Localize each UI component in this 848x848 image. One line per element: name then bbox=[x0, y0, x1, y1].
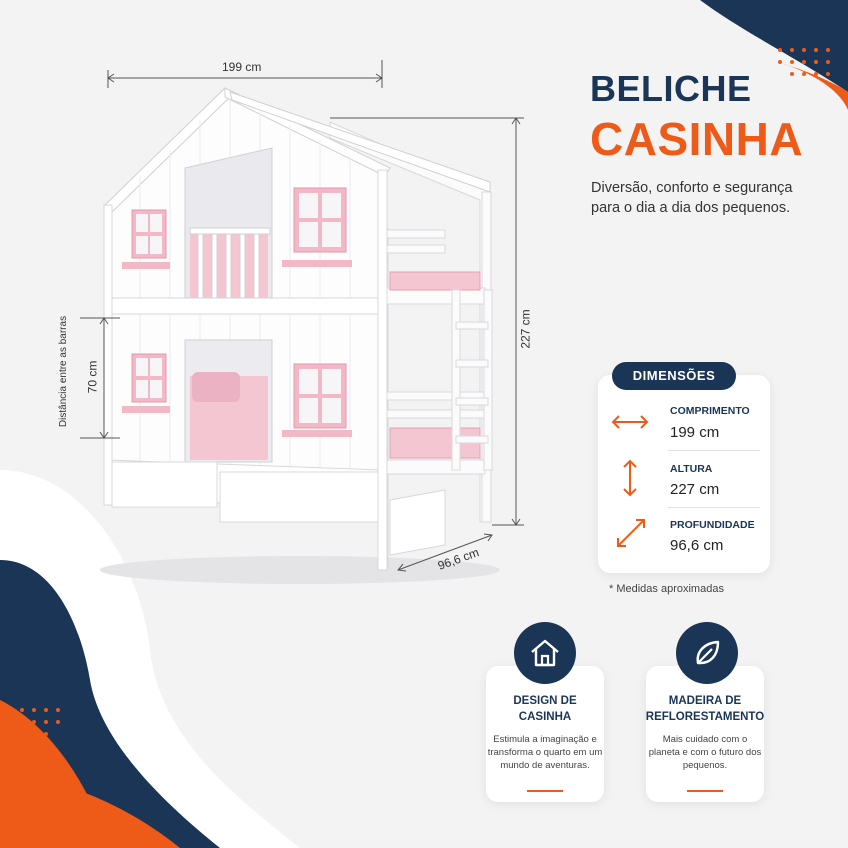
feature-title-wood-1: MADEIRA DE bbox=[668, 695, 742, 707]
feature-desc-design: Estimula a imaginação e transforma o qua… bbox=[487, 734, 603, 771]
horizontal-arrows-icon bbox=[611, 415, 649, 429]
ladder bbox=[451, 289, 493, 471]
dim-length-value: 199 cm bbox=[670, 424, 720, 441]
feature-card-design bbox=[486, 666, 604, 802]
dim-length-label: COMPRIMENTO bbox=[670, 405, 750, 417]
dimensions-card bbox=[598, 375, 770, 573]
feature-title-wood-2: REFLORESTAMENTO bbox=[645, 711, 765, 723]
window-bottom-left bbox=[122, 353, 170, 413]
dimensions-header: DIMENSÕES bbox=[612, 362, 736, 390]
leaf-icon bbox=[696, 640, 720, 665]
footnote: * Medidas aproximadas bbox=[609, 583, 724, 595]
top-right-navy-shape bbox=[700, 0, 848, 92]
height-measure: 227 cm bbox=[518, 309, 533, 349]
dimension-lines bbox=[80, 60, 524, 572]
feature-icon-circle bbox=[514, 622, 576, 684]
bar-gap-label: Distância entre as barras bbox=[58, 315, 70, 428]
bed-front-house bbox=[103, 87, 491, 571]
top-right-orange-stripe bbox=[770, 60, 848, 110]
window-bottom-right bbox=[282, 363, 352, 437]
drawers bbox=[107, 459, 446, 556]
feature-title-design-2: CASINHA bbox=[518, 711, 572, 723]
title-line-2: CASINHA bbox=[590, 113, 804, 165]
top-right-dots bbox=[778, 48, 830, 76]
dim-height-label: ALTURA bbox=[670, 463, 713, 475]
dim-depth-label: PROFUNDIDADE bbox=[670, 519, 755, 531]
feature-icon-circle bbox=[676, 622, 738, 684]
tagline: Diversão, conforto e segurança para o di… bbox=[591, 180, 793, 216]
dim-depth-value: 96,6 cm bbox=[670, 537, 724, 554]
feature-title-design-1: DESIGN DE bbox=[513, 695, 577, 707]
width-measure: 199 cm bbox=[222, 60, 262, 74]
bottom-left-orange-shape-2 bbox=[0, 770, 180, 848]
house-icon bbox=[531, 639, 559, 667]
feature-desc-wood: Mais cuidado com o planeta e com o futur… bbox=[648, 734, 762, 771]
dim-separator bbox=[668, 507, 760, 508]
window-top-right bbox=[282, 187, 352, 267]
title-line-1: BELICHE bbox=[590, 68, 752, 109]
vertical-arrows-icon bbox=[623, 459, 637, 497]
window-top-left bbox=[122, 209, 170, 269]
top-mattress bbox=[389, 271, 481, 291]
bar-gap-measure: 70 cm bbox=[85, 360, 100, 394]
feature-card-wood bbox=[646, 666, 764, 802]
bottom-left-dots bbox=[8, 708, 60, 748]
dim-height-value: 227 cm bbox=[670, 481, 720, 498]
feature-accent-line bbox=[527, 790, 563, 792]
diagonal-arrows-icon bbox=[617, 519, 645, 547]
feature-accent-line bbox=[687, 790, 723, 792]
dim-separator bbox=[668, 450, 760, 451]
